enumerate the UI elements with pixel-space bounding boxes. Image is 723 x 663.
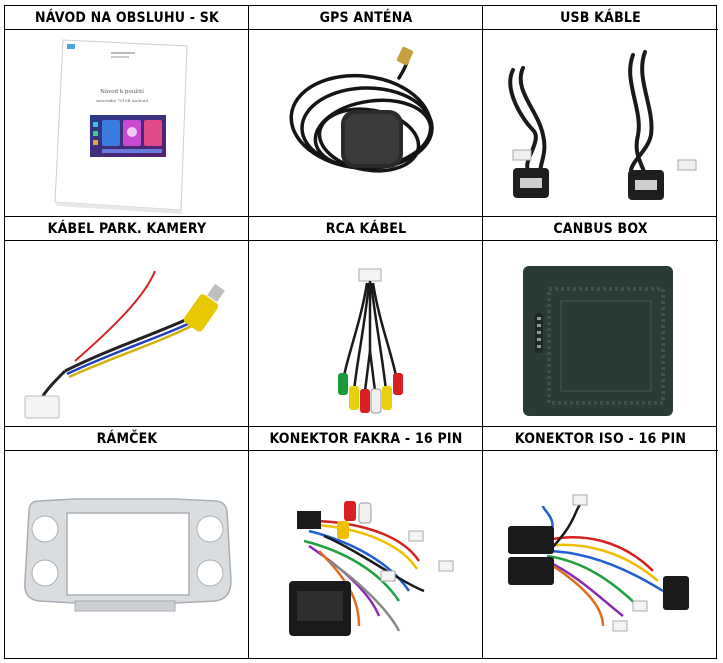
cell-parking-camera-cable: KÁBEL PARK. KAMERY <box>5 217 249 427</box>
accessories-table: NÁVOD NA OBSLUHU - SK Návod k použití Au… <box>4 5 718 660</box>
cell-iso-connector: KONEKTOR ISO - 16 PIN <box>483 427 718 660</box>
cell-manual: NÁVOD NA OBSLUHU - SK Návod k použití Au… <box>5 6 249 217</box>
cell-title: CANBUS BOX <box>483 217 718 241</box>
canbus-box-icon <box>483 241 718 427</box>
cell-usb-cables: USB KÁBLE <box>483 6 718 217</box>
cell-title: RÁMČEK <box>5 427 249 451</box>
cell-title: GPS ANTÉNA <box>249 6 483 30</box>
grid-line <box>482 6 483 658</box>
usb-cables-icon <box>483 30 718 217</box>
cell-title: RCA KÁBEL <box>249 217 483 241</box>
cell-title: NÁVOD NA OBSLUHU - SK <box>5 6 249 30</box>
manual-subtitle-text: Autorádio 7010B Android <box>95 98 148 103</box>
fakra-connector-icon <box>249 451 483 660</box>
cell-fakra-connector: KONEKTOR FAKRA - 16 PIN <box>249 427 483 660</box>
frame-icon <box>5 451 249 660</box>
grid-line <box>5 426 716 427</box>
cell-title: KONEKTOR FAKRA - 16 PIN <box>249 427 483 451</box>
cell-title: USB KÁBLE <box>483 6 718 30</box>
manual-title-text: Návod k použití <box>100 88 144 95</box>
cell-canbus-box: CANBUS BOX <box>483 217 718 427</box>
cell-frame: RÁMČEK <box>5 427 249 660</box>
cell-rca-cable: RCA KÁBEL <box>249 217 483 427</box>
rca-cable-icon <box>249 241 483 427</box>
iso-connector-icon <box>483 451 718 660</box>
grid-line <box>248 6 249 658</box>
cell-title: KONEKTOR ISO - 16 PIN <box>483 427 718 451</box>
cell-title: KÁBEL PARK. KAMERY <box>5 217 249 241</box>
cell-gps-antenna: GPS ANTÉNA <box>249 6 483 217</box>
manual-booklet-icon: Návod k použití Autorádio 7010B Android <box>5 30 249 217</box>
parking-camera-cable-icon <box>5 241 249 427</box>
grid-line <box>5 216 716 217</box>
gps-antenna-icon <box>249 30 483 217</box>
